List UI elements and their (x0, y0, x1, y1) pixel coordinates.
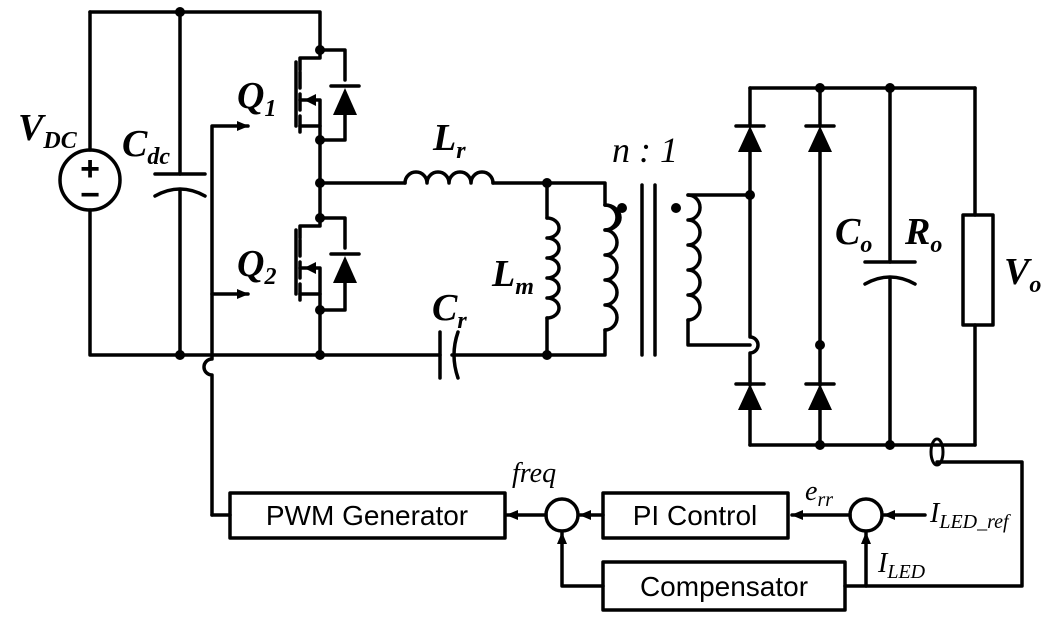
load-resistor (961, 86, 995, 447)
dc-input-wiring (88, 7, 322, 360)
co-label: Co (835, 211, 872, 258)
cdc-label: Cdc (122, 123, 170, 170)
control-loop: PWM Generator PI Control Compensator (228, 491, 927, 612)
freq-label: freq (512, 458, 556, 489)
minus-symbol: − (80, 176, 100, 214)
pi-control-label: PI Control (633, 500, 758, 531)
cdc-capacitor (153, 10, 207, 357)
vo-label: Vo (1004, 251, 1041, 298)
compensator-label: Compensator (640, 571, 808, 602)
vdc-label: VDC (18, 107, 78, 154)
transformer (603, 183, 752, 357)
cr-label: Cr (432, 287, 467, 334)
resonant-tank (318, 170, 607, 380)
half-bridge-leg (294, 45, 361, 360)
rectifier-bridge (734, 83, 977, 450)
ro-label: Ro (904, 211, 942, 258)
pwm-generator-label: PWM Generator (266, 500, 468, 531)
turns-ratio-label: n : 1 (612, 130, 678, 170)
lr-label: Lr (432, 117, 466, 164)
output-capacitor (863, 86, 917, 447)
freq-summing-junction (544, 497, 580, 533)
q2-label: Q2 (237, 243, 276, 290)
error-summing-junction (848, 497, 884, 533)
pwm-generator-block (228, 491, 507, 540)
current-sensor (843, 437, 1024, 588)
plus-symbol: + (80, 150, 100, 188)
lm-label: Lm (491, 253, 534, 300)
q1-label: Q1 (237, 75, 276, 122)
dc-voltage-source: + − (58, 148, 122, 214)
gate-drive-wiring (202, 121, 250, 517)
iled-ref-label: ILED_ref (929, 498, 1011, 533)
error-label: err (805, 476, 833, 511)
iled-label: ILED (877, 548, 926, 583)
